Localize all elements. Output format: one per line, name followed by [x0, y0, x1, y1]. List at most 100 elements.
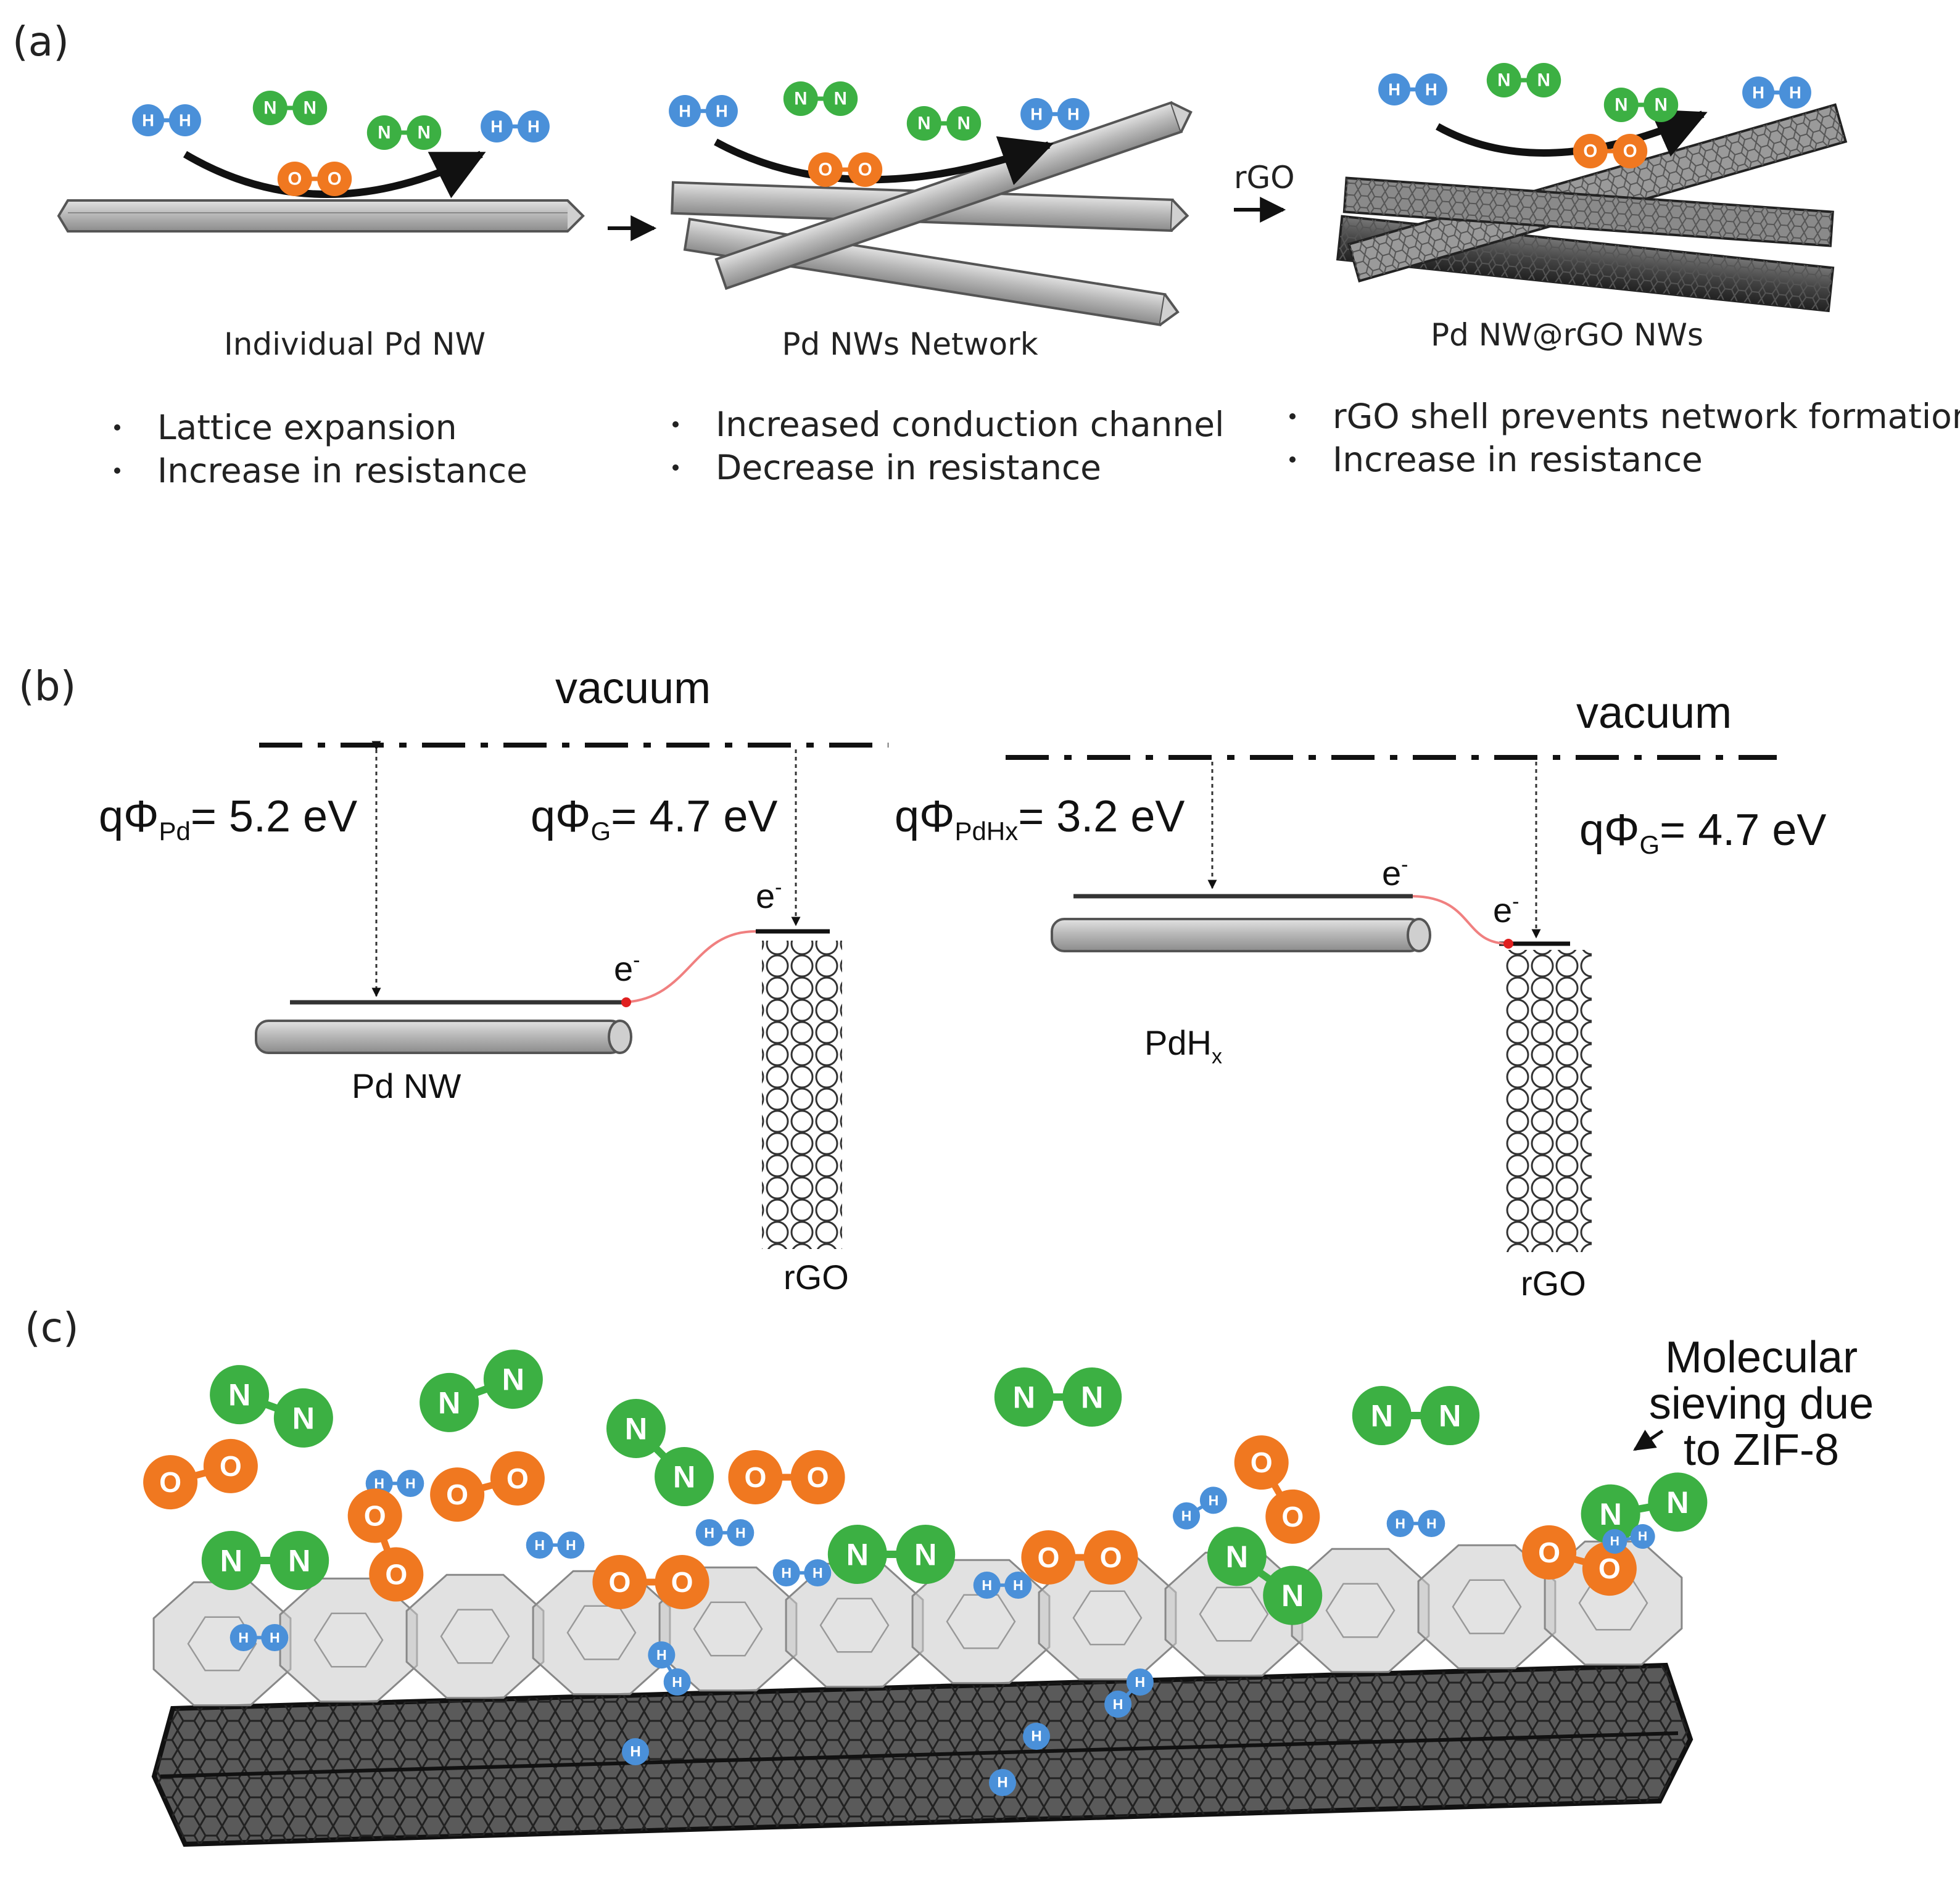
atom-symbol: N: [292, 1400, 315, 1435]
o-atom: [347, 1488, 402, 1543]
atom-symbol: O: [818, 160, 832, 180]
atom-symbol: H: [1113, 1696, 1123, 1712]
atom-symbol: N: [1371, 1398, 1393, 1433]
h-atom: [1020, 98, 1053, 130]
caption-pd-nws-network: Pd NWs Network: [782, 326, 1038, 362]
o-atom: [592, 1555, 647, 1609]
h-atom: [973, 1572, 1001, 1599]
panel-b-label: (b): [19, 662, 76, 710]
atom-symbol: N: [378, 123, 391, 143]
o-atom: [1234, 1435, 1289, 1490]
n-atom: [1263, 1565, 1323, 1625]
o-atom: [728, 1450, 783, 1504]
atom-symbol: H: [238, 1630, 249, 1646]
atom-symbol: O: [858, 160, 872, 180]
n-atom: [1207, 1527, 1267, 1586]
atom-symbol: H: [179, 111, 191, 130]
n-atom: [655, 1447, 714, 1507]
h-atom: [397, 1470, 424, 1497]
o-atom: [317, 162, 352, 196]
atom-symbol: H: [630, 1744, 640, 1760]
h-atom: [1173, 1502, 1201, 1530]
panel-c: (c) Molecular sieving due to ZIF-8 NNOON…: [25, 1304, 1874, 1847]
h-atom: [695, 1519, 723, 1546]
atom-symbol: H: [1752, 83, 1764, 102]
zif8-crystal: [279, 1577, 418, 1703]
pd-nw-rgo-nanowires: [1336, 103, 1848, 313]
atom-symbol: H: [781, 1565, 792, 1581]
h-atom: [772, 1559, 800, 1586]
n-atom: [210, 1365, 270, 1425]
n-atom: [1644, 88, 1679, 122]
n-atom: [1526, 63, 1561, 97]
panel-b: (b) vacuum qΦPd= 5.2 eV qΦG= 4.7 eV e- e…: [19, 662, 1826, 1303]
atom-symbol: N: [228, 1377, 250, 1412]
wf-pdhx-label: qΦPdHx= 3.2 eV: [895, 792, 1185, 846]
atom-symbol: H: [1789, 83, 1801, 102]
h-atom: [1386, 1510, 1414, 1537]
oxygen-molecule: OO: [347, 1488, 424, 1602]
nitrogen-molecule: NN: [210, 1365, 333, 1448]
o-atom: [203, 1438, 258, 1493]
o-atom: [490, 1451, 545, 1506]
h-atom: [1779, 76, 1811, 109]
n-atom: [201, 1531, 261, 1590]
oxygen-molecule: OO: [1522, 1525, 1637, 1596]
n-atom: [1486, 63, 1521, 97]
atom-symbol: H: [813, 1565, 823, 1581]
zif8-crystal: [1038, 1555, 1177, 1681]
atom-symbol: H: [982, 1577, 992, 1593]
h-atom: [1057, 98, 1090, 130]
sieving-annotation-line: sieving due: [1649, 1379, 1874, 1429]
atom-symbol: H: [704, 1525, 714, 1541]
electron-dot: [621, 997, 631, 1007]
o-atom: [1522, 1525, 1577, 1580]
h-atom: [168, 104, 201, 136]
bullet-text: Increase in resistance: [157, 451, 527, 490]
atom-symbol: H: [1135, 1674, 1146, 1690]
atom-symbol: H: [656, 1647, 667, 1663]
atom-symbol: N: [625, 1411, 647, 1446]
electron-label: e-: [756, 876, 782, 915]
atom-symbol: H: [1031, 1728, 1041, 1745]
electron-dot: [1503, 939, 1513, 949]
n-atom: [1648, 1472, 1708, 1532]
oxygen-molecule: OO: [1234, 1435, 1320, 1544]
rgo-label: rGO: [1521, 1264, 1586, 1303]
atom-symbol: O: [328, 169, 342, 189]
vacuum-label: vacuum: [555, 664, 711, 713]
n-atom: [827, 1525, 887, 1584]
vacuum-label: vacuum: [1576, 688, 1732, 738]
bullets-rgo: rGO shell prevents network formation Inc…: [1289, 397, 1960, 479]
n-atom: [606, 1398, 666, 1458]
bullet-text: Lattice expansion: [157, 408, 457, 447]
h-atom: [229, 1624, 257, 1651]
sieving-annotation-line: Molecular: [1665, 1333, 1858, 1382]
n-atom: [896, 1525, 956, 1584]
h-atom: [526, 1532, 553, 1559]
h-atom: [669, 95, 701, 127]
pd-nanowire-network: [671, 101, 1193, 326]
atom-symbol: N: [1439, 1398, 1461, 1433]
o-atom: [655, 1555, 709, 1609]
atom-symbol: O: [608, 1566, 631, 1598]
atom-symbol: N: [794, 89, 807, 109]
panel-a: (a) rGO: [12, 18, 1960, 490]
atom-symbol: N: [438, 1385, 460, 1420]
atom-symbol: N: [1537, 70, 1550, 91]
h-atom: [1004, 1572, 1032, 1599]
bullets-network: Increased conduction channel Decrease in…: [672, 405, 1224, 487]
nitrogen-molecule: NN: [420, 1350, 543, 1432]
h-atom: [132, 104, 165, 136]
atom-symbol: N: [917, 113, 930, 134]
n-atom: [1603, 88, 1639, 122]
